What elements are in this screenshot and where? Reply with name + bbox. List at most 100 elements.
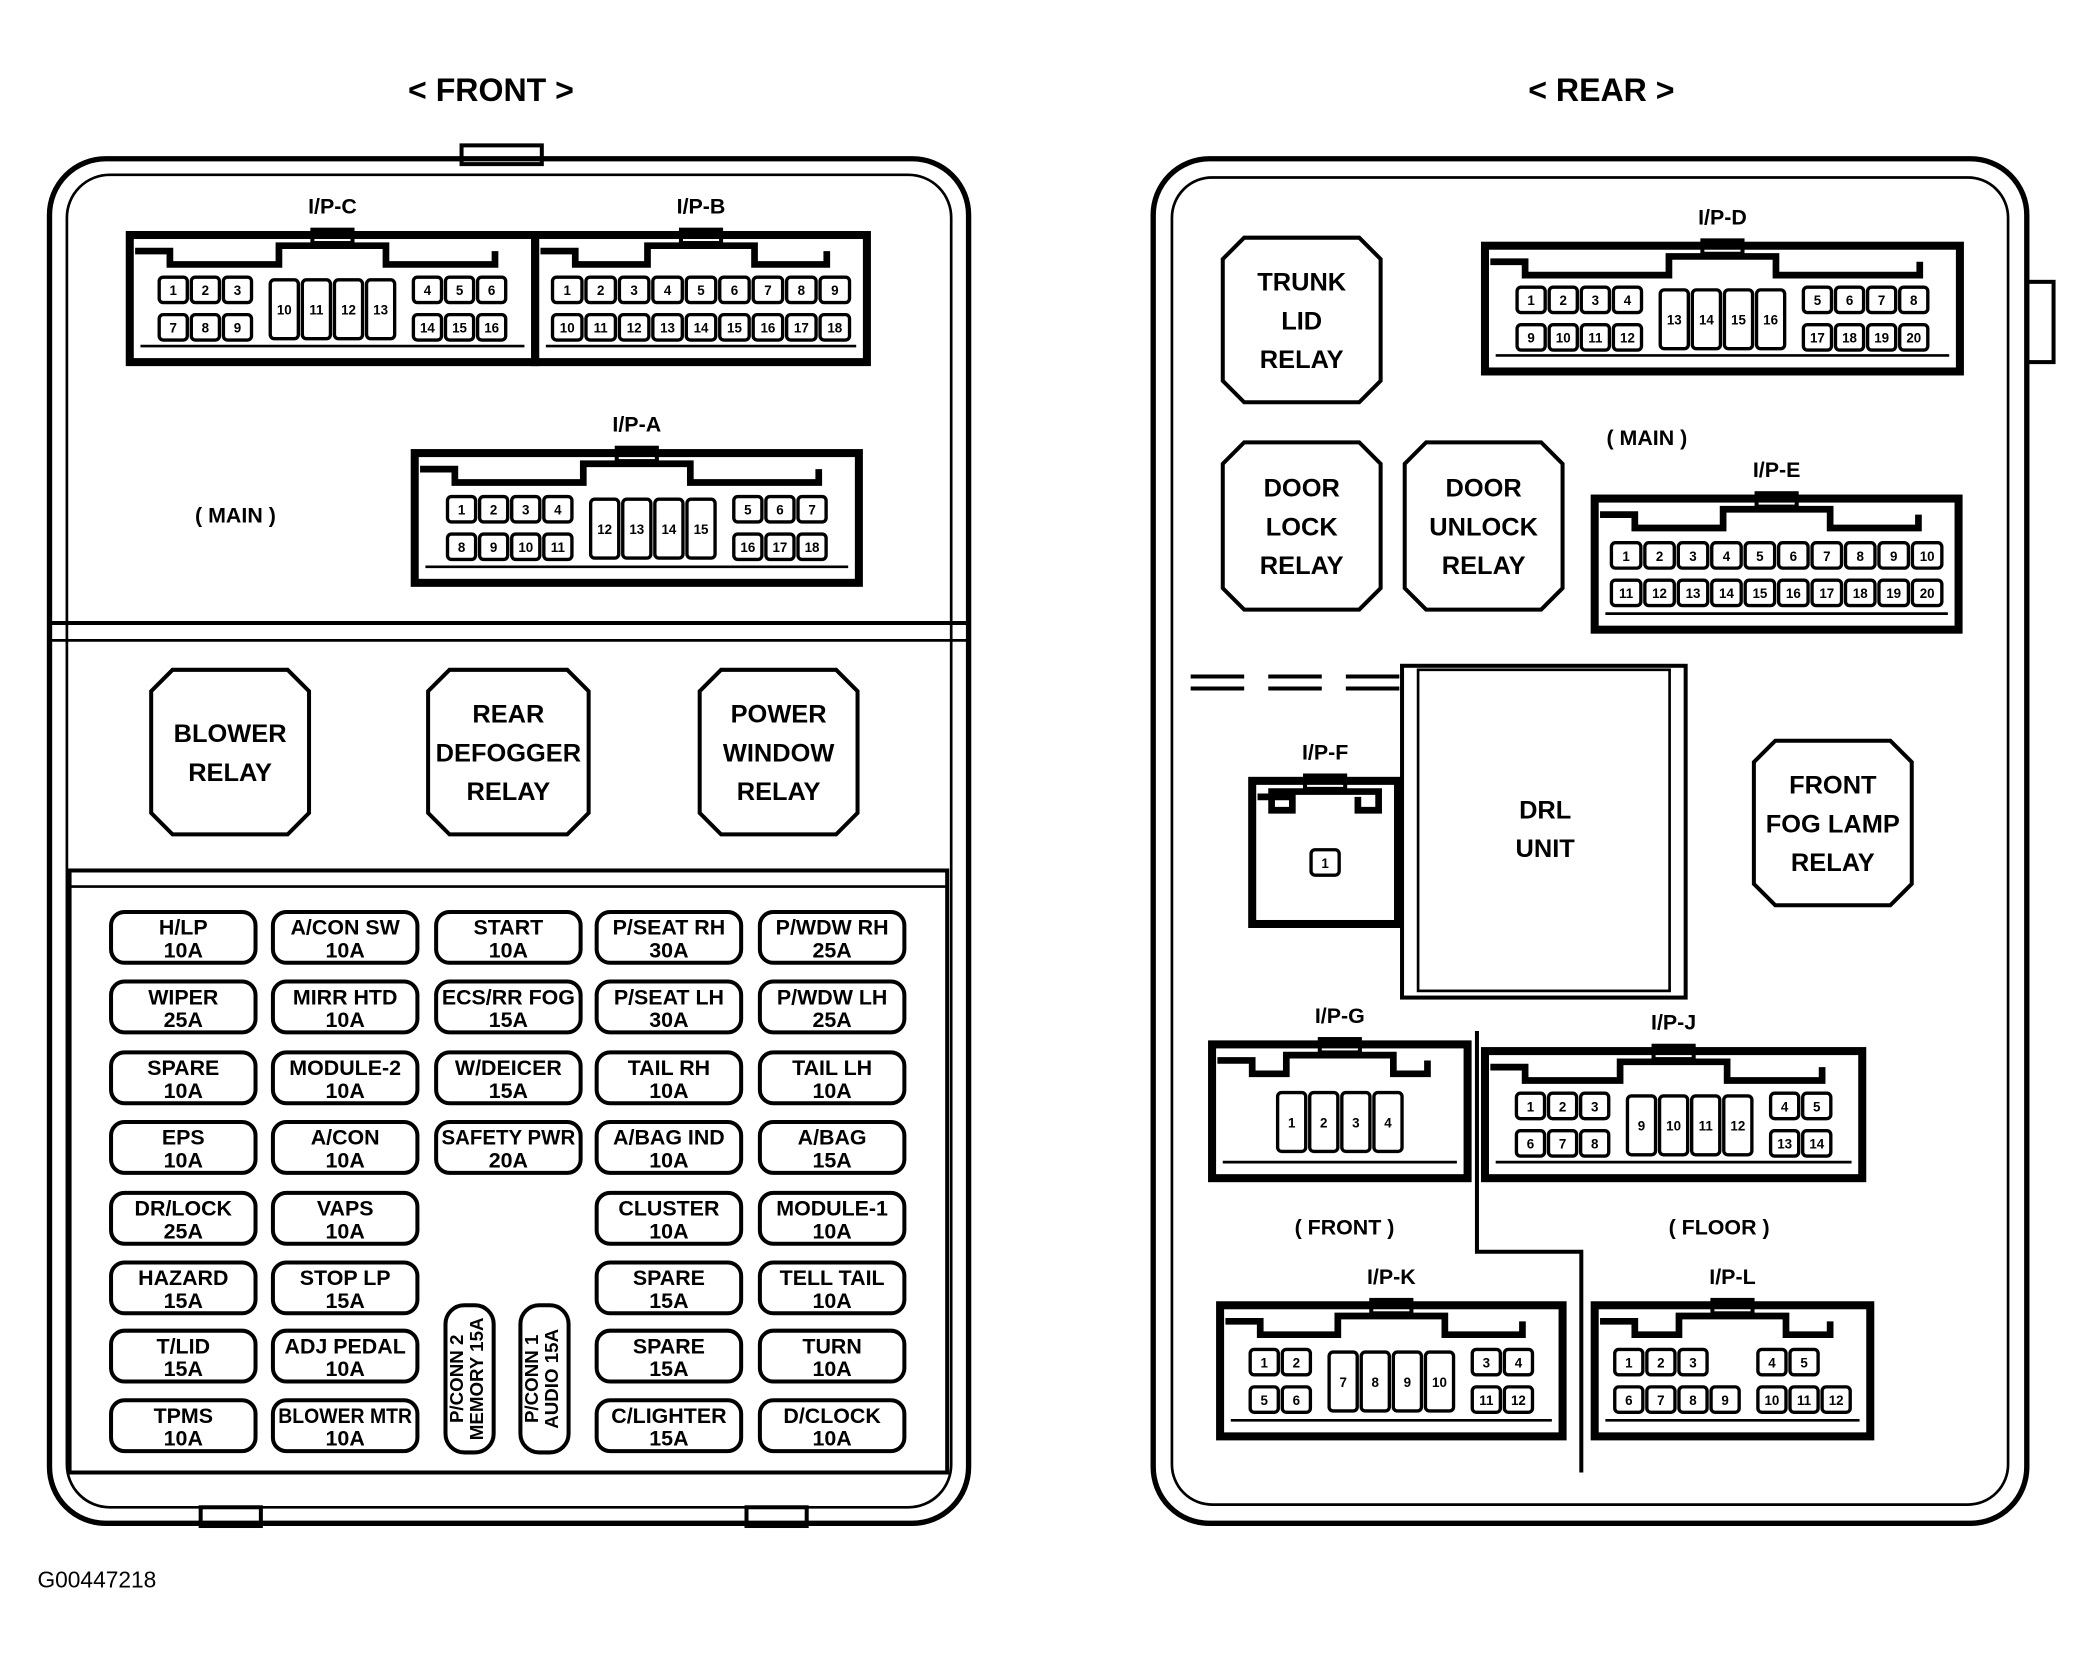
drl-unit[interactable]: DRL UNIT [1400, 663, 1688, 1000]
fuse-body [594, 1328, 744, 1384]
connector-pin: 15 [1743, 578, 1777, 608]
pin-number: 3 [1483, 1355, 1490, 1370]
connector-pin: 8 [1359, 1350, 1391, 1413]
connector-pin: 5 [1801, 285, 1834, 315]
connector-pin: 20 [1910, 578, 1944, 608]
pin-number: 8 [458, 540, 466, 555]
pin-number: 2 [202, 283, 209, 298]
connector-pin: 17 [784, 312, 818, 342]
connector-pin: 1 [550, 275, 584, 305]
fuse-name: P/SEAT RH [613, 916, 726, 940]
connector-ip-f[interactable]: I/P-F1 [1248, 740, 1403, 929]
connector-pin: 12 [1643, 578, 1676, 608]
connector-pin: 11 [1788, 1385, 1820, 1414]
connector-pin: 15 [443, 312, 476, 342]
connector-pin: 9 [1877, 541, 1911, 570]
fuse-body [594, 1190, 744, 1246]
relay-label: UNLOCK [1429, 513, 1538, 541]
fuse-name: W/DEICER [455, 1056, 563, 1080]
fuse-body [443, 1303, 496, 1455]
pin-number: 6 [1527, 1137, 1534, 1152]
connector-pin: 6 [475, 275, 508, 305]
connector-pin: 2 [1643, 541, 1676, 570]
pin-number: 12 [1652, 586, 1667, 601]
fuse-name: TURN [802, 1334, 861, 1358]
pin-number: 7 [808, 503, 815, 518]
fuse-body [594, 909, 744, 965]
pin-number: 1 [1527, 293, 1535, 308]
pin-number: 9 [1404, 1375, 1411, 1390]
connector-shell [1216, 1301, 1567, 1441]
relay-label: FOG LAMP [1766, 810, 1900, 838]
pin-number: 1 [564, 283, 572, 298]
pin-number: 11 [551, 540, 566, 555]
pin-number: 4 [1515, 1355, 1523, 1370]
connector-pin: 5 [684, 275, 718, 305]
connector-pin: 11 [1690, 1094, 1722, 1157]
pin-number: 3 [522, 503, 529, 518]
latch-tab [678, 227, 724, 246]
pin-number: 9 [831, 283, 838, 298]
connector-pin: 19 [1865, 322, 1898, 352]
connector-pin: 9 [1625, 1094, 1658, 1157]
connector-label: I/P-E [1753, 458, 1801, 482]
connector-pin: 7 [796, 494, 828, 524]
pin-number: 8 [1689, 1393, 1697, 1408]
